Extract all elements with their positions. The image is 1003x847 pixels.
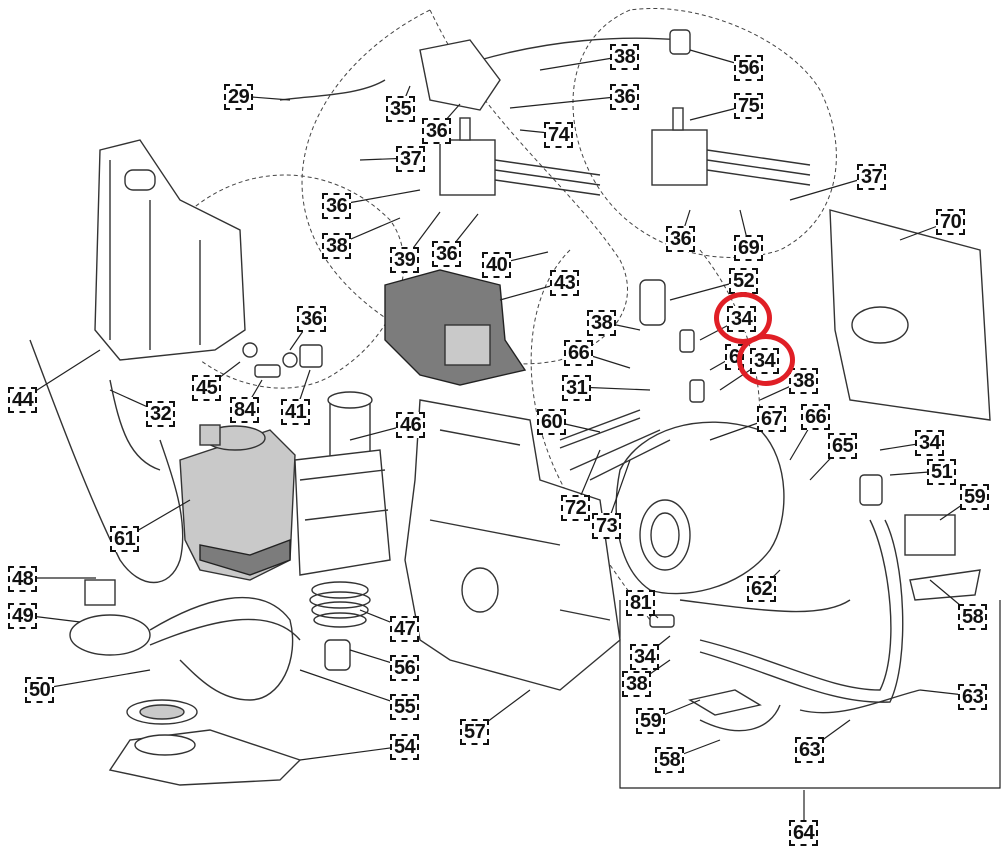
steam-tubes bbox=[679, 474, 921, 714]
leader-50 bbox=[39, 669, 151, 690]
cable-32 bbox=[109, 379, 161, 471]
probe-72 bbox=[569, 429, 661, 471]
callout-64: 64 bbox=[789, 820, 819, 846]
callout-36e: 36 bbox=[666, 226, 696, 252]
thermoblock bbox=[615, 421, 785, 595]
callout-69: 69 bbox=[734, 235, 764, 261]
callout-36d: 36 bbox=[432, 241, 462, 267]
callout-37b: 37 bbox=[857, 164, 887, 190]
callout-57: 57 bbox=[460, 719, 490, 745]
callout-35: 35 bbox=[386, 96, 416, 122]
cap-56 bbox=[669, 29, 691, 55]
callout-44: 44 bbox=[8, 387, 38, 413]
callout-43: 43 bbox=[550, 270, 580, 296]
callout-84: 84 bbox=[230, 397, 260, 423]
callout-59b: 59 bbox=[636, 708, 666, 734]
leader-54 bbox=[299, 745, 406, 761]
callout-55: 55 bbox=[390, 694, 420, 720]
callout-36f: 36 bbox=[297, 306, 327, 332]
fittings bbox=[242, 279, 705, 628]
callout-60: 60 bbox=[537, 409, 567, 435]
tube-29 bbox=[279, 79, 386, 101]
highlight-ring-34b bbox=[737, 334, 795, 386]
callout-58a: 58 bbox=[958, 604, 988, 630]
callout-52: 52 bbox=[729, 268, 759, 294]
solenoid-valve-right bbox=[651, 107, 811, 186]
callout-54: 54 bbox=[390, 734, 420, 760]
right-housing bbox=[829, 209, 991, 421]
solenoid-valve-left bbox=[439, 117, 601, 196]
callout-38d: 38 bbox=[789, 368, 819, 394]
probe-60 bbox=[559, 409, 641, 449]
callout-39: 39 bbox=[390, 247, 420, 273]
callout-62: 62 bbox=[747, 576, 777, 602]
callout-50: 50 bbox=[25, 677, 55, 703]
callout-67: 67 bbox=[757, 406, 787, 432]
callout-37a: 37 bbox=[396, 146, 426, 172]
callout-63b: 63 bbox=[795, 737, 825, 763]
callout-32: 32 bbox=[146, 401, 176, 427]
valve-bracket bbox=[384, 269, 527, 386]
callout-74: 74 bbox=[544, 122, 574, 148]
callout-59a: 59 bbox=[960, 484, 990, 510]
flowmeter bbox=[69, 579, 351, 786]
pump bbox=[294, 391, 391, 576]
leader-55 bbox=[299, 669, 406, 707]
callout-48: 48 bbox=[8, 566, 38, 592]
cable-44 bbox=[29, 339, 184, 584]
callout-73: 73 bbox=[592, 513, 622, 539]
callout-31: 31 bbox=[562, 375, 592, 401]
callout-45: 45 bbox=[192, 375, 222, 401]
callout-38b: 38 bbox=[322, 233, 352, 259]
clip-58-right bbox=[909, 569, 981, 601]
callout-46: 46 bbox=[396, 412, 426, 438]
tube-56-top bbox=[479, 37, 681, 61]
assembly-bracket-64 bbox=[619, 600, 1001, 789]
callout-29: 29 bbox=[224, 84, 254, 110]
callout-63a: 63 bbox=[958, 684, 988, 710]
callout-38a: 38 bbox=[610, 44, 640, 70]
callout-34d: 34 bbox=[630, 644, 660, 670]
callout-36b: 36 bbox=[422, 118, 452, 144]
main-frame bbox=[404, 399, 621, 691]
callout-36a: 36 bbox=[610, 84, 640, 110]
callout-81: 81 bbox=[626, 590, 656, 616]
callout-38c: 38 bbox=[587, 310, 617, 336]
highlight-ring-34a bbox=[714, 292, 772, 344]
callout-58b: 58 bbox=[655, 747, 685, 773]
callout-56a: 56 bbox=[734, 55, 764, 81]
leader-36a bbox=[509, 95, 626, 109]
water-tank bbox=[94, 139, 246, 361]
callout-56b: 56 bbox=[390, 655, 420, 681]
callout-34c: 34 bbox=[915, 430, 945, 456]
callout-47: 47 bbox=[390, 616, 420, 642]
callout-38e: 38 bbox=[622, 671, 652, 697]
callout-75: 75 bbox=[734, 93, 764, 119]
clip-59 bbox=[688, 689, 762, 716]
callout-70: 70 bbox=[936, 209, 966, 235]
callout-36c: 36 bbox=[322, 193, 352, 219]
pump-holder bbox=[179, 424, 296, 581]
plate-59 bbox=[904, 514, 956, 556]
callout-51: 51 bbox=[927, 459, 957, 485]
valve-block-35 bbox=[419, 39, 501, 111]
spring bbox=[309, 581, 371, 628]
callout-72: 72 bbox=[561, 495, 591, 521]
clip-58 bbox=[699, 704, 781, 732]
callout-49: 49 bbox=[8, 603, 38, 629]
callout-66b: 66 bbox=[801, 404, 831, 430]
callout-41: 41 bbox=[281, 399, 311, 425]
callout-61: 61 bbox=[110, 526, 140, 552]
callout-66a: 66 bbox=[564, 340, 594, 366]
callout-65: 65 bbox=[828, 433, 858, 459]
callout-40: 40 bbox=[482, 252, 512, 278]
